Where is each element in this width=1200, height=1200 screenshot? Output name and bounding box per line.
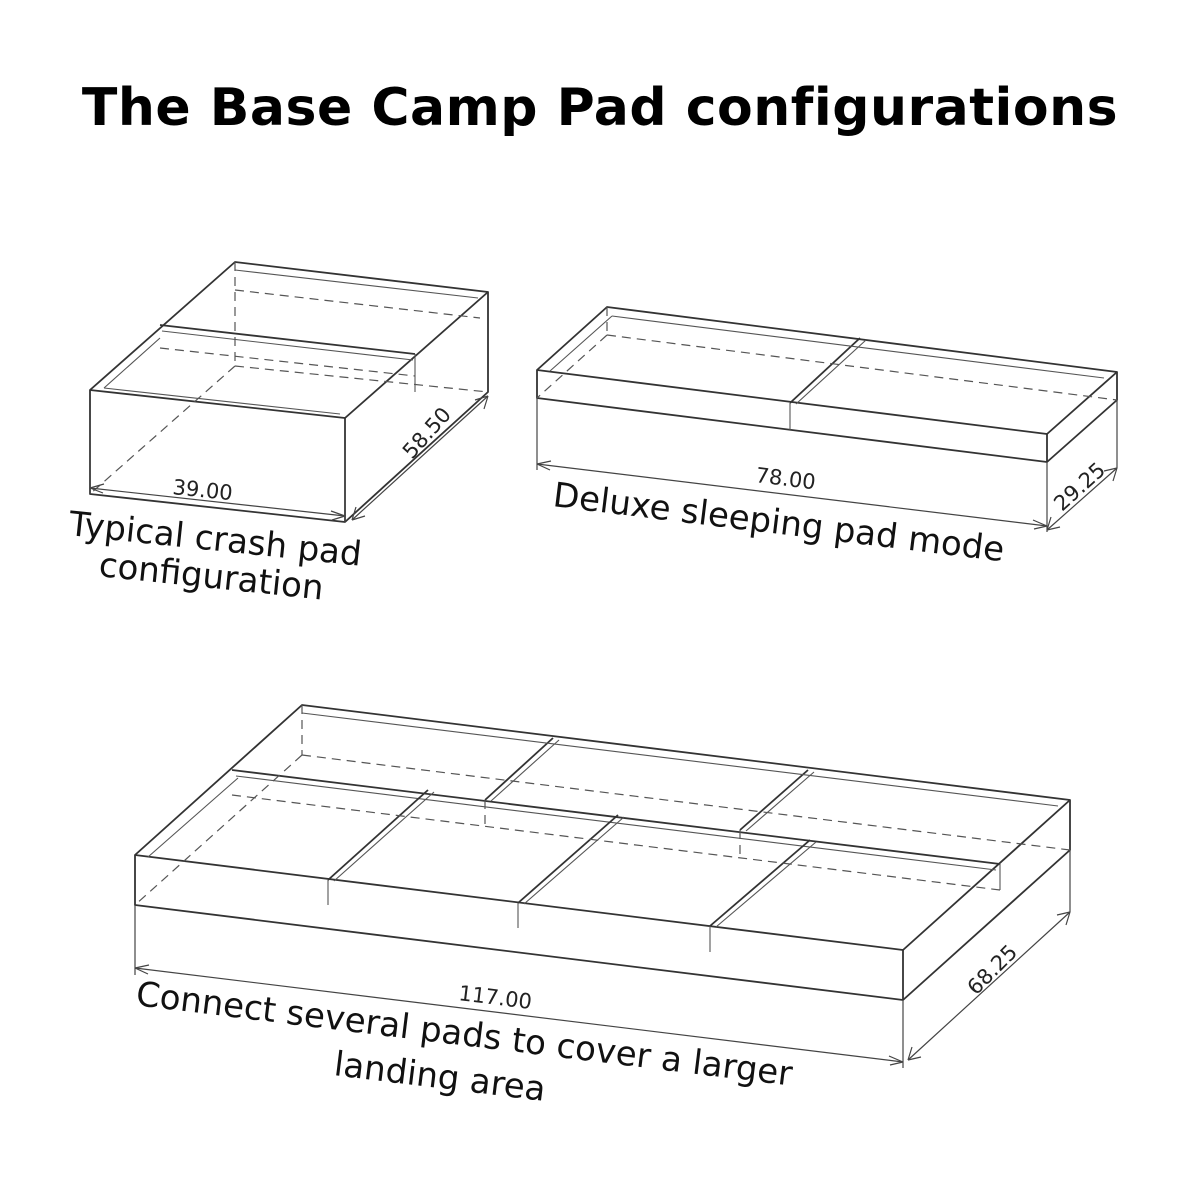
- sleeping-pad-depth-dimension: [1046, 400, 1118, 531]
- multi-pad-drawing: [134, 704, 1071, 1001]
- crash-pad-width-label: 39.00: [171, 475, 233, 505]
- config-multi-pad: 117.00 68.25 Connect several pads to cov…: [134, 704, 1071, 1110]
- multi-pad-width-dimension: [134, 905, 904, 1068]
- crash-pad-drawing: [89, 261, 489, 523]
- figure-title: The Base Camp Pad configurations: [81, 78, 1119, 138]
- multi-pad-depth-label: 68.25: [963, 940, 1022, 999]
- sleeping-pad-width-dimension: [536, 398, 1048, 532]
- config-sleeping-pad: 78.00 29.25 Deluxe sleeping pad mode: [536, 306, 1118, 570]
- crash-pad-width-dimension: [89, 420, 346, 522]
- multi-pad-depth-dimension: [907, 850, 1071, 1061]
- sleeping-pad-drawing: [536, 306, 1118, 463]
- sleeping-pad-depth-label: 29.25: [1049, 458, 1110, 516]
- sleeping-pad-width-label: 78.00: [754, 463, 817, 494]
- crash-pad-depth-dimension: [351, 395, 489, 521]
- config-crash-pad: 39.00 58.50 Typical crash pad configurat…: [66, 261, 489, 609]
